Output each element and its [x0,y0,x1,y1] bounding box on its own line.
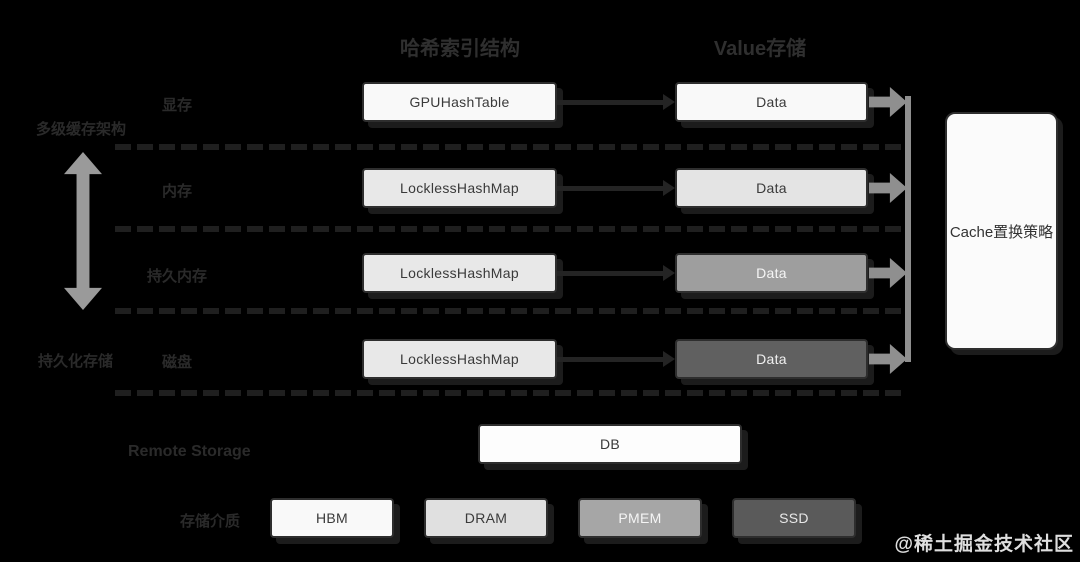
arrow-right-connector [557,94,675,110]
tier-label-gpu: 显存 [161,97,192,114]
fat-arrow-right-icon [869,344,907,374]
cache-replacement-strategy-box: Cache置换策略 [945,112,1058,350]
fat-arrow-right-icon [869,87,907,117]
tier-separator-line [115,390,907,396]
index-box-gpuhashtable: GPUHashTable [362,82,557,122]
value-box-hbm-data: Data [675,82,868,122]
remote-storage-label: Remote Storage [128,443,251,460]
value-column-header: Value存储 [713,38,807,60]
media-box-ssd: SSD [732,498,856,538]
index-column-header: 哈希索引结构 [400,38,520,60]
index-box-locklesshashmap-pmem: LocklessHashMap [362,253,557,293]
value-box-ssd-data: Data [675,339,868,379]
db-box: DB [478,424,742,464]
arrowhead-icon [663,351,675,367]
tier-label-dram: 内存 [161,183,192,200]
watermark: @稀土掘金技术社区 [894,534,1074,555]
storage-media-label: 存储介质 [180,513,241,530]
tier-label-pmem: 持久内存 [146,268,207,285]
media-box-dram: DRAM [424,498,548,538]
media-box-pmem: PMEM [578,498,702,538]
index-box-locklesshashmap-ssd: LocklessHashMap [362,339,557,379]
fat-arrow-right-icon [869,173,907,203]
arrowhead-icon [663,180,675,196]
index-box-locklesshashmap-dram: LocklessHashMap [362,168,557,208]
media-box-hbm: HBM [270,498,394,538]
persistent-storage-label: 持久化存储 [38,353,114,370]
arrow-right-connector [557,265,675,281]
tier-separator-line [115,144,907,150]
tier-separator-line [115,308,907,314]
up-down-arrow-icon [64,152,102,310]
tier-label-disk: 磁盘 [161,354,192,371]
value-box-dram-data: Data [675,168,868,208]
cache-layers-label: 多级缓存架构 [36,121,127,138]
arrowhead-icon [663,94,675,110]
eviction-bus-line [905,96,911,362]
fat-arrow-right-icon [869,258,907,288]
arrow-right-connector [557,180,675,196]
value-box-pmem-data: Data [675,253,868,293]
arrow-right-connector [557,351,675,367]
tier-separator-line [115,226,907,232]
arrowhead-icon [663,265,675,281]
